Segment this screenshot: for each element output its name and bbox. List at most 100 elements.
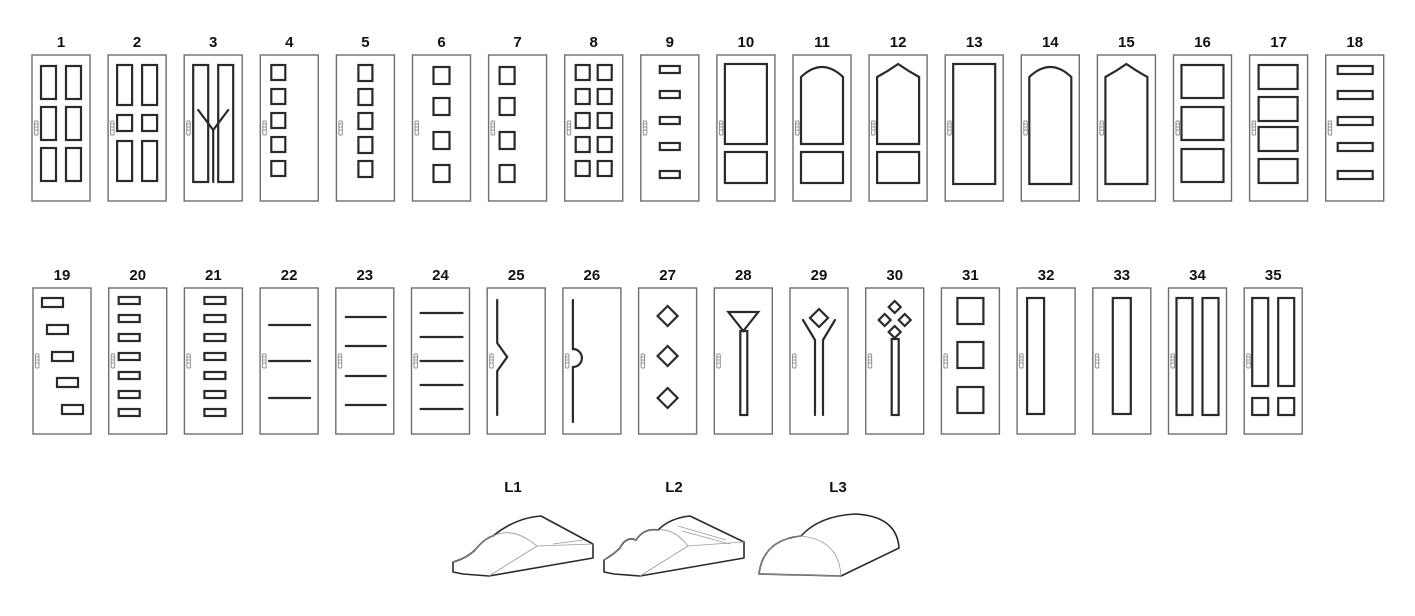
square-panel: [574, 63, 591, 82]
door-number-label: 4: [285, 34, 294, 51]
square-panel: [956, 385, 985, 415]
square-panel: [498, 96, 516, 117]
handle-icon: [795, 120, 800, 136]
door-number-label: 10: [738, 34, 755, 51]
handle-icon: [640, 353, 646, 369]
panel: [1257, 157, 1299, 185]
handle-icon: [34, 120, 39, 136]
lower-panel: [875, 150, 921, 185]
square-panel: [432, 96, 451, 117]
groove-line: [212, 108, 230, 132]
slot-panel: [658, 141, 681, 152]
slot-panel: [117, 351, 141, 362]
handle-icon: [262, 120, 267, 136]
slot-panel: [203, 332, 227, 343]
handle-icon: [943, 353, 948, 369]
groove-line: [571, 298, 583, 424]
square-panel: [432, 163, 451, 184]
slot-panel: [203, 313, 227, 324]
square-panel: [596, 111, 613, 130]
door-design: 27: [637, 267, 698, 435]
square-panel: [270, 63, 287, 82]
lower-panel: [799, 150, 845, 185]
door-design: 12: [868, 34, 928, 202]
profile-drawing: [452, 515, 594, 577]
door-number-label: 29: [811, 267, 828, 284]
slot-panel: [117, 370, 141, 381]
square-panel: [357, 135, 374, 155]
door-number-label: 19: [54, 267, 71, 284]
square-panel: [596, 135, 613, 154]
door-frame: [1167, 287, 1228, 435]
door-design: 21: [183, 267, 244, 435]
raised-panel: [39, 105, 58, 142]
profile-edge: [681, 530, 731, 545]
door-frame: [716, 54, 776, 202]
narrow-panel: [1111, 296, 1132, 416]
slot-panel: [117, 332, 141, 343]
square-panel: [1251, 396, 1270, 417]
slot-panel: [1336, 64, 1374, 76]
square-panel: [270, 111, 287, 130]
panel: [1257, 63, 1299, 91]
handle-icon: [1246, 353, 1251, 369]
square-panel: [270, 135, 287, 154]
square-panel: [432, 65, 451, 86]
arched-panel: [1028, 65, 1073, 186]
profile-edge: [677, 525, 727, 541]
cathedral-panel: [1104, 62, 1149, 186]
moulding-profile: L2: [603, 479, 745, 577]
diamond-panel: [877, 312, 893, 328]
triangle-panel: [726, 310, 761, 333]
door-number-label: 17: [1270, 34, 1287, 51]
door-number-label: 14: [1042, 34, 1059, 51]
square-panel: [432, 130, 451, 151]
slot-panel: [60, 403, 85, 416]
handle-icon: [186, 120, 191, 136]
door-frame: [637, 287, 698, 435]
handle-icon: [35, 353, 40, 369]
door-design: 7: [487, 34, 548, 202]
handle-icon: [1099, 120, 1104, 136]
slot-panel: [1336, 115, 1374, 127]
door-number-label: 6: [437, 34, 445, 51]
door-design: 29: [789, 267, 849, 435]
door-design: 31: [940, 267, 1001, 435]
door-frame: [868, 54, 928, 202]
slot-panel: [117, 313, 141, 324]
square-panel: [596, 159, 613, 178]
door-design: 8: [564, 34, 624, 202]
handle-icon: [186, 353, 191, 369]
panel: [1180, 105, 1225, 142]
profile-drawing: [603, 515, 745, 577]
door-design: 3: [183, 34, 243, 202]
door-design: 16: [1172, 34, 1233, 202]
door-design: 14: [1020, 34, 1080, 202]
narrow-panel: [1175, 296, 1194, 417]
door-number-label: 8: [590, 34, 598, 51]
stem-panel: [890, 337, 900, 417]
door-number-label: 20: [129, 267, 146, 284]
door-frame: [335, 287, 395, 435]
door-design: 15: [1096, 34, 1157, 202]
slot-panel: [1336, 89, 1374, 101]
square-panel: [498, 163, 516, 184]
diamond-panel: [897, 312, 913, 328]
door-number-label: 34: [1189, 267, 1206, 284]
narrow-panel: [1025, 296, 1046, 416]
profile-edge: [552, 539, 584, 545]
raised-panel: [140, 139, 159, 183]
raised-panel: [64, 64, 83, 101]
slot-panel: [117, 389, 141, 400]
door-design: 10: [716, 34, 776, 202]
handle-icon: [867, 353, 873, 369]
handle-icon: [110, 353, 116, 369]
handle-icon: [262, 353, 267, 369]
handle-icon: [1175, 120, 1180, 136]
door-design: 5: [335, 34, 396, 202]
slot-panel: [658, 64, 681, 75]
door-frame: [486, 287, 546, 435]
diamond-panel: [887, 299, 903, 315]
cathedral-panel: [875, 62, 921, 146]
